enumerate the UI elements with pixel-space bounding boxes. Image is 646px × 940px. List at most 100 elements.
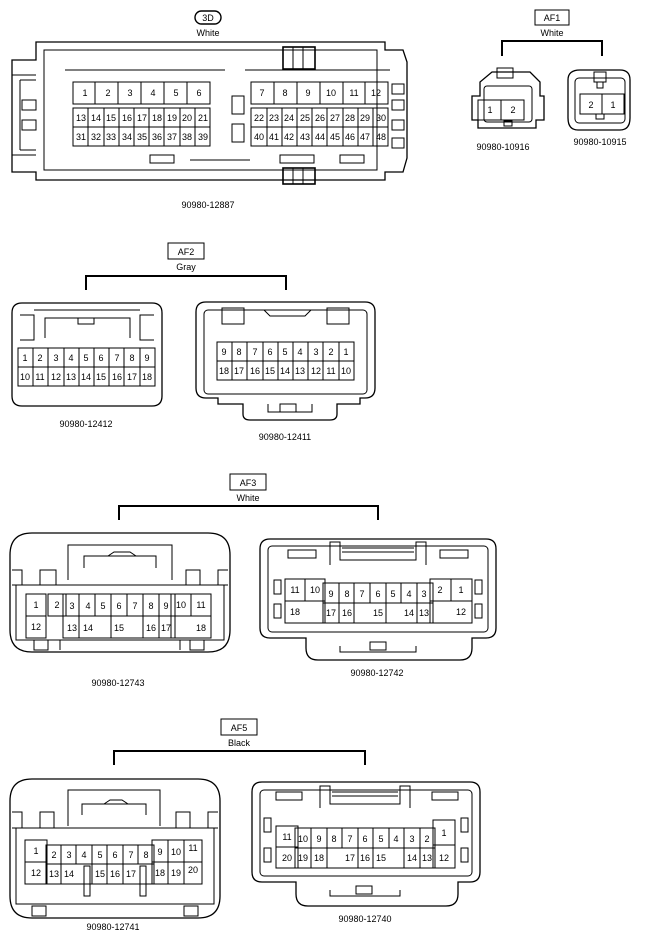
- connector-af1-code: AF1: [544, 13, 561, 23]
- connector-af5-right-pin: 11: [282, 832, 291, 842]
- connector-af1-right-pin: 2: [588, 100, 593, 110]
- connector-af5-left-pin: 13: [49, 869, 59, 879]
- connector-af5-right-part-number: 90980-12740: [338, 914, 391, 924]
- connector-af5-left-pin: 17: [126, 869, 136, 879]
- connector-3d-code-tag: [194, 10, 222, 25]
- connector-3d-pin: 10: [326, 88, 336, 98]
- connector-af5-right-pin: 5: [378, 834, 383, 844]
- connector-af3-right-pin: 2: [437, 585, 442, 595]
- connector-3d-pin: 15: [106, 113, 116, 123]
- connector-af5-right-pin: 2: [424, 834, 429, 844]
- connector-af2-right-pin: 15: [265, 366, 275, 376]
- connector-af3-left-pin: 7: [132, 601, 137, 611]
- connector-af3-left-pin: 16: [146, 623, 156, 633]
- connector-af5-left-housing: 1 2 3 4 5 6 7 8 9 10 11 12 13 14 15 16 1…: [9, 778, 221, 919]
- connector-3d-pin: 11: [349, 88, 358, 98]
- connector-3d-color: White: [196, 28, 219, 38]
- connector-af5-left-pin: 10: [171, 847, 181, 857]
- connector-af5-right-pin: 15: [376, 853, 386, 863]
- connector-3d-pin: 33: [106, 132, 116, 142]
- connector-af5-left-part-number: 90980-12741: [86, 922, 139, 932]
- connector-3d-pin: 42: [284, 132, 294, 142]
- connector-af1-bracket: [501, 40, 603, 56]
- connector-af3-right-pin: 11: [290, 585, 299, 595]
- connector-3d-pin: 44: [315, 132, 325, 142]
- connector-af3-right-pin: 18: [290, 607, 300, 617]
- connector-af5-right-pin: 16: [360, 853, 370, 863]
- connector-af2-left-pin: 3: [53, 353, 58, 363]
- connector-af5-left-pin: 3: [66, 850, 71, 860]
- connector-af2-code-tag: [167, 242, 205, 260]
- connector-af5-right-pin: 3: [409, 834, 414, 844]
- connector-af2-right-pin: 17: [234, 366, 244, 376]
- connector-3d-pin: 46: [345, 132, 355, 142]
- connector-af1-right-pin: 1: [610, 100, 615, 110]
- connector-af2-right-pin: 12: [311, 366, 321, 376]
- connector-af5-right-housing: 1 2 3 4 5 6 7 8 9 10 11 12 13 14 15 16 1…: [251, 781, 481, 907]
- connector-af3-code: AF3: [240, 478, 257, 488]
- connector-af3-code-tag: [229, 473, 267, 491]
- connector-af2-left-pin: 15: [96, 372, 106, 382]
- connector-af2: AF2 Gray 1 2 3 4 5 6 7 8: [11, 242, 376, 442]
- connector-3d-pin: 24: [284, 113, 294, 123]
- connector-af2-left-pin: 9: [144, 353, 149, 363]
- connector-af3-left-pin: 10: [176, 600, 186, 610]
- connector-af2-left-pin: 7: [114, 353, 119, 363]
- connector-af1-color: White: [540, 28, 563, 38]
- connector-af3-left-pin: 17: [161, 623, 171, 633]
- connector-3d-pin: 4: [150, 88, 155, 98]
- connector-af3-left-pin: 11: [196, 600, 205, 610]
- connector-af3: AF3 White: [9, 473, 497, 688]
- connector-3d-pin: 31: [76, 132, 86, 142]
- connector-af2-right-pin: 9: [221, 347, 226, 357]
- connector-af3-left-pin: 8: [148, 601, 153, 611]
- connector-af5-right-pin: 12: [439, 853, 449, 863]
- connector-af3-left-pin: 4: [85, 601, 90, 611]
- connector-3d-pin: 35: [137, 132, 147, 142]
- connector-af2-code: AF2: [178, 247, 195, 257]
- connector-af2-right-part-number: 90980-12411: [259, 432, 311, 442]
- connector-af2-right-pin: 14: [280, 366, 290, 376]
- connector-af2-right-pin: 3: [313, 347, 318, 357]
- connector-af2-left-pin: 13: [66, 372, 76, 382]
- connector-af5-right-pin: 6: [362, 834, 367, 844]
- connector-af2-left-pin: 10: [20, 372, 30, 382]
- connector-af3-right-pin: 3: [421, 589, 426, 599]
- connector-af5-left-pin: 20: [188, 865, 198, 875]
- connector-af3-right-pin: 10: [310, 585, 320, 595]
- connector-af3-left-pin: 6: [116, 601, 121, 611]
- connector-af3-left-pin: 2: [54, 600, 59, 610]
- connector-af3-left-pin: 9: [163, 601, 168, 611]
- connector-3d-pin: 12: [371, 88, 381, 98]
- connector-af1-left-part-number: 90980-10916: [476, 142, 529, 152]
- connector-af5-right-pin: 10: [298, 834, 308, 844]
- connector-af3-right-pin: 13: [419, 608, 429, 618]
- connector-af3-left-pin: 1: [33, 600, 38, 610]
- connector-af3-left-pin: 14: [83, 623, 93, 633]
- connector-3d-pin: 19: [167, 113, 177, 123]
- connector-3d-pin: 21: [198, 113, 208, 123]
- connector-3d-pin: 22: [254, 113, 264, 123]
- connector-af2-right-pin: 11: [326, 366, 335, 376]
- connector-af3-left-pin: 5: [100, 601, 105, 611]
- connector-af2-right-pin: 16: [250, 366, 260, 376]
- connector-af5-left-pin: 11: [188, 843, 197, 853]
- connector-af2-right-pin: 5: [282, 347, 287, 357]
- connector-af2-left-pin: 12: [51, 372, 61, 382]
- connector-af3-left-pin: 15: [114, 623, 124, 633]
- connector-af5-code: AF5: [231, 723, 248, 733]
- connector-3d-pin: 5: [173, 88, 178, 98]
- connector-3d-pin: 38: [182, 132, 192, 142]
- connector-3d-pin: 14: [91, 113, 101, 123]
- connector-af2-color: Gray: [176, 262, 196, 272]
- connector-af3-right-pin: 5: [390, 589, 395, 599]
- connector-af3-right-housing: 11 10 9 8 7 6 5 4 3 2 1 18 17 16 15 14 1…: [259, 538, 497, 661]
- connector-3d-pin: 8: [282, 88, 287, 98]
- connector-af5-left-pin: 19: [171, 868, 181, 878]
- connector-af5-right-pin: 13: [422, 853, 432, 863]
- connector-af5-code-tag: [220, 718, 258, 736]
- connector-3d-code: 3D: [202, 13, 214, 23]
- connector-af3-right-pin: 15: [373, 608, 383, 618]
- connector-af5-right-pin: 14: [407, 853, 417, 863]
